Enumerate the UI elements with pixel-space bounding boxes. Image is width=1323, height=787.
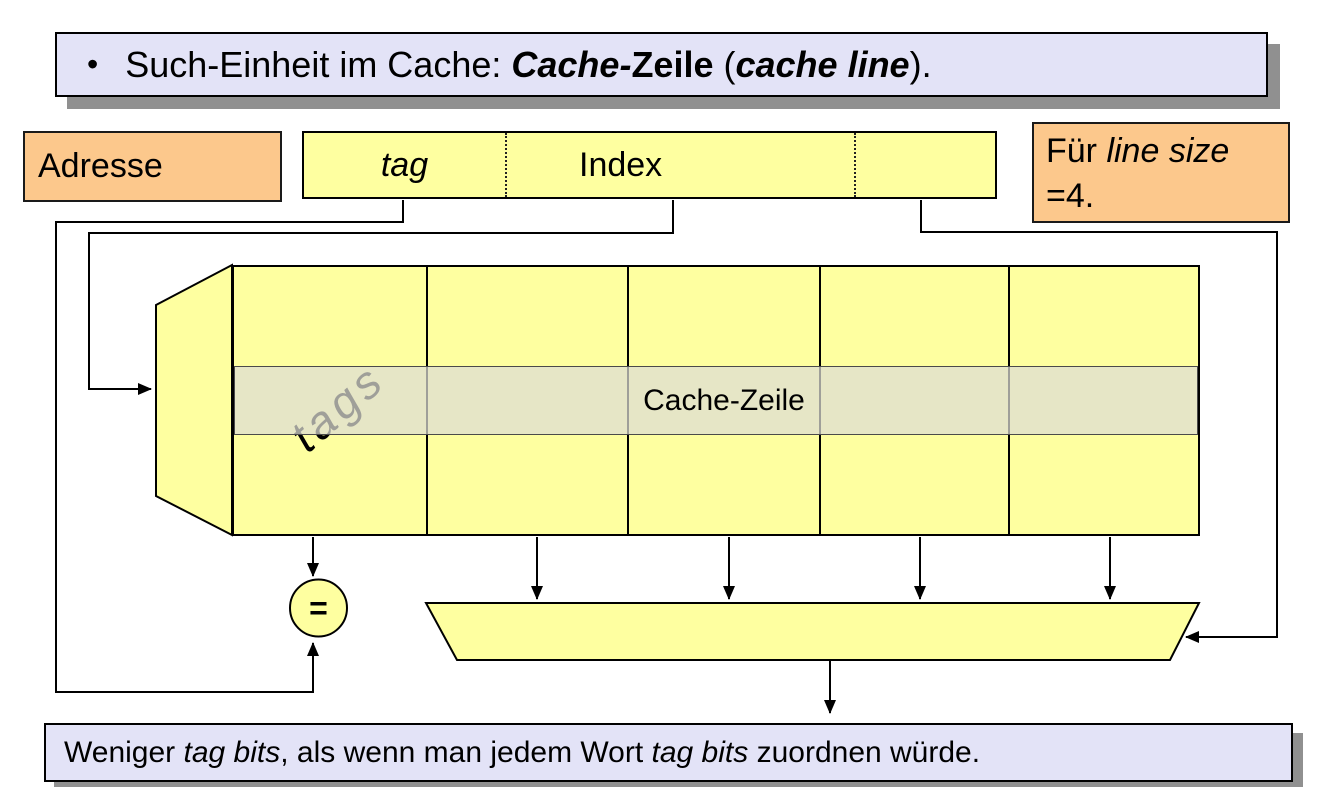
cache-line-label: Cache-Zeile bbox=[643, 383, 805, 417]
line-size-note-box: Für line size=4. bbox=[1032, 122, 1290, 223]
footer-box: Weniger tag bits, als wenn man jedem Wor… bbox=[44, 723, 1293, 782]
mux-trapezoid bbox=[424, 602, 1201, 661]
address-label: Adresse bbox=[38, 147, 163, 185]
slide-title: Such-Einheit im Cache: Cache-Zeile (cach… bbox=[125, 43, 932, 85]
address-label-box: Adresse bbox=[23, 131, 282, 202]
address-field-bar: tag Index bbox=[302, 131, 997, 199]
index-field-label: Index bbox=[579, 145, 663, 184]
field-separator bbox=[505, 133, 507, 197]
bullet-glyph: • bbox=[87, 46, 99, 82]
field-separator bbox=[854, 133, 856, 197]
footer-text: Weniger tag bits, als wenn man jedem Wor… bbox=[64, 735, 981, 769]
comparator-equals: = bbox=[309, 589, 328, 626]
tag-field-label: tag bbox=[380, 145, 429, 184]
decoder-pentagon bbox=[155, 263, 233, 537]
line-size-note: Für line size=4. bbox=[1046, 132, 1230, 215]
title-box: • Such-Einheit im Cache: Cache-Zeile (ca… bbox=[55, 32, 1268, 97]
